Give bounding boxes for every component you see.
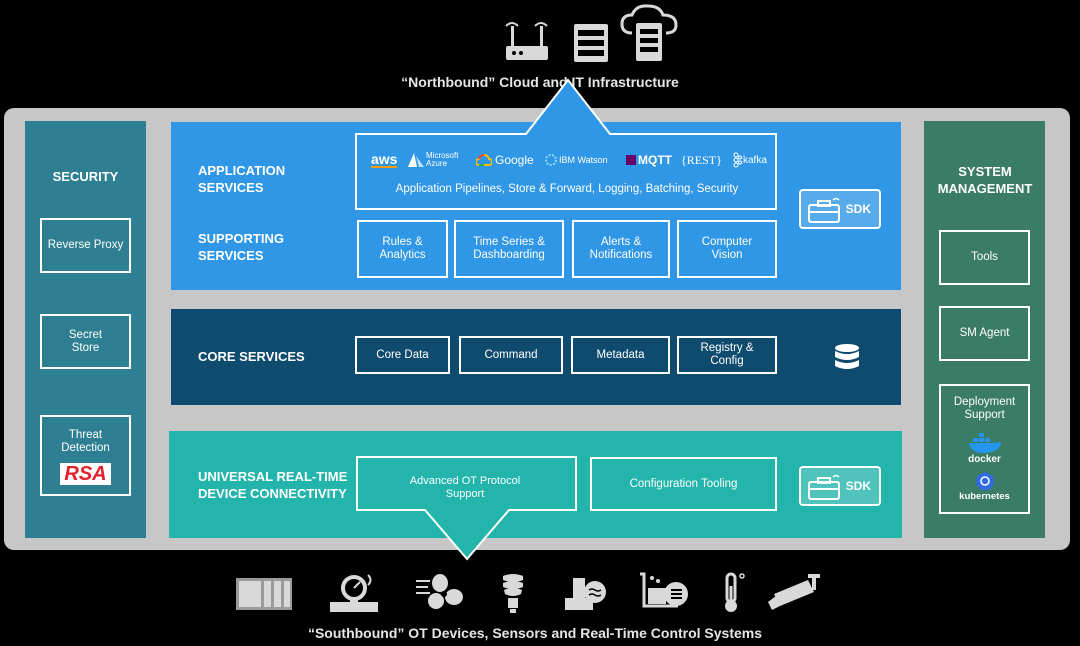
security-title: SECURITY (52, 169, 119, 184)
ibm-watson-logo: IBM Watson (545, 150, 608, 170)
bulb-icon (503, 574, 523, 613)
azure-icon (408, 153, 424, 167)
thermometer-icon (725, 572, 745, 612)
database-icon (835, 344, 859, 369)
advanced-ot-protocol-frame (356, 456, 577, 561)
system-management-title: SYSTEM MANAGEMENT (937, 164, 1033, 196)
core-services-layer (171, 309, 901, 405)
tools-box: Tools (939, 230, 1030, 285)
reverse-proxy-label: Reverse Proxy (47, 239, 124, 251)
tank-icon (565, 578, 606, 610)
alerts-notifications-box: Alerts & Notifications (572, 220, 670, 278)
router-icon (505, 22, 548, 60)
core-data-label: Core Data (376, 348, 429, 361)
time-series-label: Time Series & Dashboarding (473, 236, 545, 261)
northbound-caption: “Northbound” Cloud and IT Infrastructure (401, 74, 679, 90)
sdk-label-device: SDK (845, 479, 871, 493)
sm-agent-box: SM Agent (939, 306, 1030, 361)
application-pipelines-description: Application Pipelines, Store & Forward, … (395, 183, 739, 195)
rules-analytics-label: Rules & Analytics (379, 236, 426, 261)
server-icon (574, 24, 608, 62)
metadata-box: Metadata (571, 336, 670, 374)
camera-icon (768, 574, 820, 610)
azure-logo: Microsoft Azure (408, 150, 464, 170)
rest-logo: {REST} (681, 152, 722, 167)
core-data-box: Core Data (355, 336, 450, 374)
aws-logo: aws (371, 151, 398, 168)
watson-icon (545, 154, 557, 166)
rsa-logo: RSA (60, 463, 111, 485)
mqtt-logo: MQTT (626, 150, 672, 170)
threat-detection-box: Threat Detection RSA (40, 415, 131, 496)
registry-config-label: Registry & Config (700, 342, 754, 367)
sdk-label-application: SDK (845, 202, 871, 216)
google-cloud-logo: Google (476, 150, 534, 170)
mqtt-icon (626, 155, 636, 165)
time-series-box: Time Series & Dashboarding (454, 220, 564, 278)
secret-store-label: Secret Store (68, 328, 103, 354)
fan-icon (416, 574, 463, 609)
plc-icon (236, 578, 292, 610)
computer-vision-box: Computer Vision (677, 220, 777, 278)
sdk-toolbox-icon (808, 474, 840, 500)
deployment-support-label: Deployment Support (953, 396, 1016, 421)
device-connectivity-title: UNIVERSAL REAL-TIME DEVICE CONNECTIVITY (198, 469, 348, 501)
secret-store-box: Secret Store (40, 314, 131, 369)
meter-pipe-icon (330, 574, 378, 612)
advanced-ot-protocol-label: Advanced OT Protocol Support (409, 475, 521, 500)
docker-whale-icon (968, 433, 1001, 453)
sdk-badge-application: SDK (799, 189, 881, 229)
sdk-toolbox-icon (808, 197, 840, 223)
threat-detection-label: Threat Detection (61, 429, 110, 454)
system-management-panel (924, 121, 1045, 538)
kafka-icon (733, 152, 742, 168)
kafka-logo: kafka (732, 150, 767, 170)
southbound-caption: “Southbound” OT Devices, Sensors and Rea… (307, 625, 763, 641)
scale-icon (640, 572, 688, 608)
computer-vision-label: Computer Vision (701, 236, 753, 261)
application-pipelines-frame (355, 78, 777, 210)
command-box: Command (459, 336, 563, 374)
metadata-label: Metadata (596, 348, 645, 361)
rules-analytics-box: Rules & Analytics (357, 220, 448, 278)
sdk-badge-device: SDK (799, 466, 881, 506)
command-label: Command (484, 348, 538, 361)
reverse-proxy-box: Reverse Proxy (40, 218, 131, 273)
alerts-notifications-label: Alerts & Notifications (589, 236, 653, 261)
kubernetes-label: kubernetes (959, 491, 1010, 502)
google-cloud-icon (476, 154, 492, 166)
kubernetes-helm-icon (975, 472, 994, 490)
core-services-title: CORE SERVICES (198, 349, 305, 364)
docker-label: docker (968, 454, 1001, 465)
deployment-support-box: Deployment Support docker kubernetes (939, 384, 1030, 514)
cloud-server-icon (620, 4, 678, 61)
configuration-tooling-box: Configuration Tooling (590, 457, 777, 511)
application-services-title: APPLICATION SERVICES (198, 163, 286, 195)
configuration-tooling-label: Configuration Tooling (629, 477, 738, 490)
supporting-services-title: SUPPORTING SERVICES (198, 231, 284, 263)
tools-label: Tools (971, 251, 998, 263)
sm-agent-label: SM Agent (959, 327, 1010, 339)
registry-config-box: Registry & Config (677, 336, 777, 374)
